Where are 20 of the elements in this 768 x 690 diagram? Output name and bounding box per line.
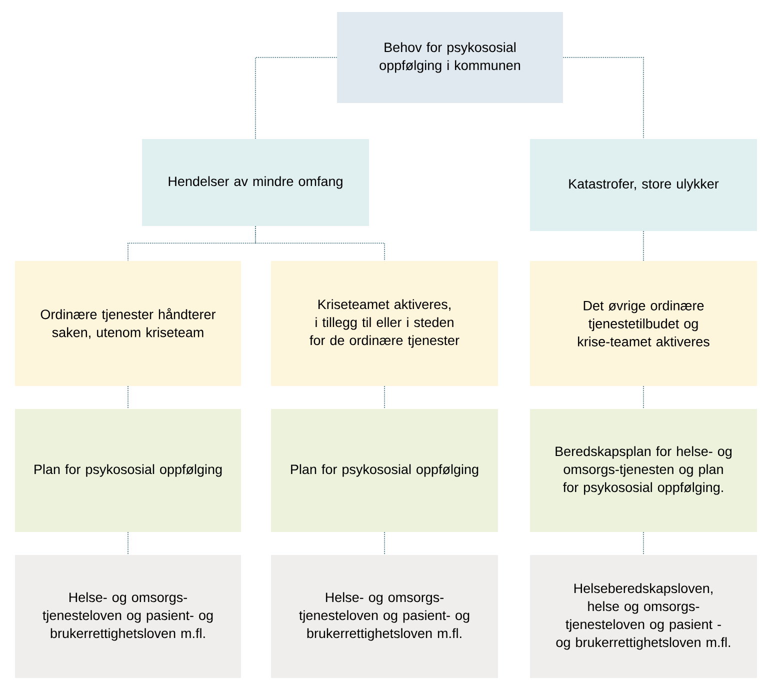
law-box: Helse- og omsorgs-tjenesteloven og pasient- og brukerrettighetsloven m.fl. <box>271 554 498 678</box>
plan-box: Plan for psykososial oppfølging <box>15 408 241 532</box>
connector-line <box>643 230 644 262</box>
connector-line <box>384 386 385 410</box>
connector-line <box>255 57 338 140</box>
connector-line <box>255 226 385 262</box>
plan-box: Beredskapsplan for helse- og omsorgs-tjenesten og plan for psykososial oppfølging. <box>530 408 757 532</box>
law-box: Helse- og omsorgs-tjenesteloven og pasient- og brukerrettighetsloven m.fl. <box>15 554 241 678</box>
heading-box: Behov for psykososial oppfølging i kommunen <box>337 12 563 103</box>
category-box: Katastrofer, store ulykker <box>530 139 757 231</box>
response-box: Ordinære tjenester håndterer saken, utenom kriseteam <box>15 260 241 386</box>
response-box: Kriseteamet aktiveres, i tillegg til eller i steden for de ordinære tjenester <box>271 260 498 386</box>
response-box: Det øvrige ordinære tjenestetilbudet og krise-teamet aktiveres <box>530 260 757 386</box>
plan-box: Plan for psykososial oppfølging <box>271 408 498 532</box>
connector-line <box>562 57 644 140</box>
connector-line <box>384 532 385 556</box>
connector-line <box>643 532 644 556</box>
law-box: Helseberedskapsloven, helse og omsorgs-tjenesteloven og pasient - og brukerrettighetsloven m.fl. <box>530 554 757 678</box>
category-box: Hendelser av mindre omfang <box>142 139 369 226</box>
connector-line <box>643 386 644 410</box>
